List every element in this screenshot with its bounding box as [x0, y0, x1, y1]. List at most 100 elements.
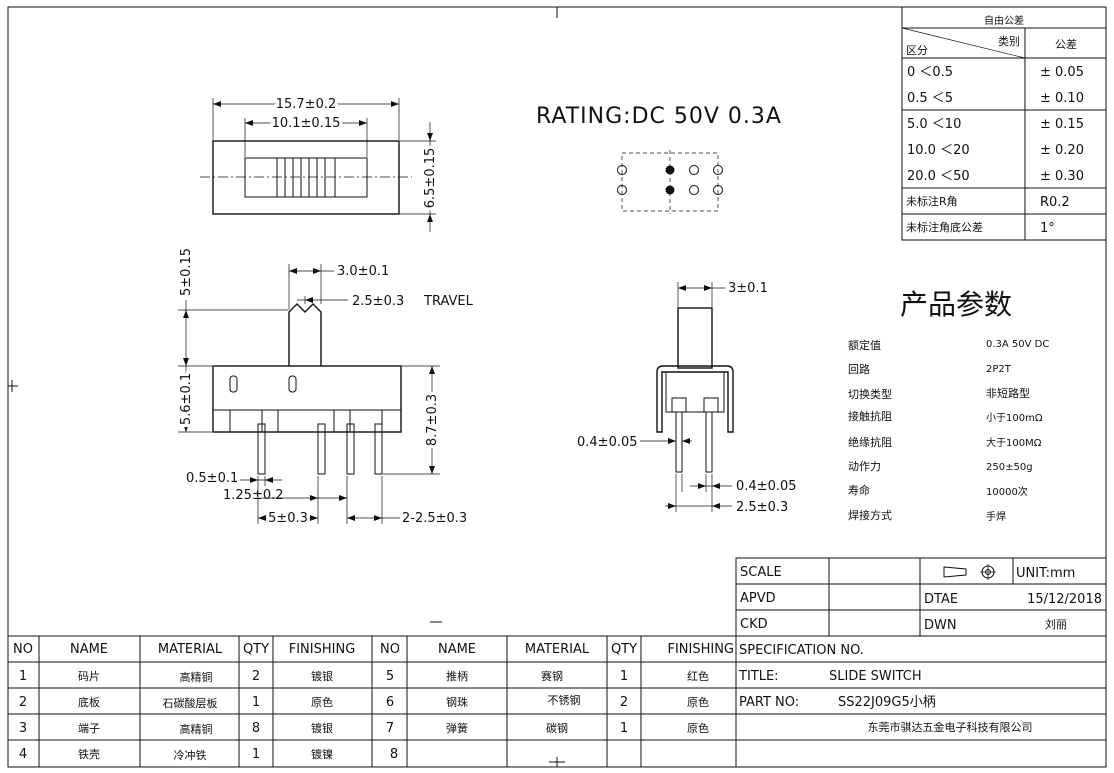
tol-value: ± 0.05 [1040, 65, 1084, 80]
dim-label: 2.5±0.3 [736, 500, 788, 515]
dim-label: 0.4±0.05 [736, 479, 797, 494]
dim-label: 3.0±0.1 [337, 264, 389, 279]
bom-cell-material: 高精铜 [180, 670, 213, 684]
bom-row: 1 码片 高精铜 2 镀银 5 推柄 赛钢 1 红色 [19, 669, 709, 684]
bom-cell-material: 不锈钢 [548, 694, 581, 707]
company-name: 东莞市骐达五金电子科技有限公司 [868, 720, 1033, 734]
param-key: 接触抗阻 [848, 409, 892, 423]
drawer-name: 刘丽 [1045, 618, 1067, 631]
bom-cell-qty: 1 [620, 669, 628, 684]
dim-label: 0.4±0.05 [577, 435, 638, 450]
bom-cell-qty: 8 [252, 721, 260, 736]
tol-value: ± 0.15 [1040, 117, 1084, 132]
bom-header-material: MATERIAL [525, 642, 590, 657]
bom-header-no: NO [13, 642, 33, 657]
param-value: 2P2T [986, 364, 1012, 375]
circuit-schematic [617, 150, 723, 214]
dim-label: 6.5±0.15 [423, 148, 438, 209]
dim-label-halo: 8.7±0.3 [425, 394, 440, 446]
dim-label-halo: 15.7±0.2 [276, 97, 337, 112]
dim-label: 5.6±0.1 [179, 373, 194, 425]
bom-cell-qty: 2 [252, 669, 260, 684]
bom-cell-no: 2 [19, 695, 27, 710]
travel-label: TRAVEL [423, 294, 474, 309]
param-key: 切换类型 [848, 387, 892, 401]
tol-header-type: 类别 [998, 34, 1020, 48]
bom-cell-no: 6 [386, 695, 394, 710]
dim-label: 1.25±0.2 [223, 488, 284, 503]
tol-value: ± 0.20 [1040, 143, 1084, 158]
param-value: 手焊 [986, 510, 1006, 523]
date-value: 15/12/2018 [1027, 592, 1102, 607]
param-key: 动作力 [848, 460, 881, 473]
bom-header-qty: QTY [611, 642, 637, 657]
params-list: 额定值 0.3A 50V DC 回路 2P2T 切换类型 非短路型 接触抗阻 小… [848, 338, 1049, 523]
bom-header-name: NAME [438, 642, 476, 657]
bom-cell-finishing: 原色 [687, 695, 709, 709]
bom-header-finishing: FINISHING [667, 642, 734, 657]
dim-label-halo: 5±0.15 [179, 248, 194, 296]
dim-label: 2-2.5±0.3 [402, 511, 467, 526]
bom-cell-material: 冷冲铁 [174, 748, 207, 762]
bom-header-finishing: FINISHING [289, 642, 356, 657]
bom-cell-material: 赛钢 [541, 669, 563, 683]
title-block [735, 557, 1107, 768]
bom-cell-finishing: 红色 [687, 669, 709, 683]
dim-label: 5±0.15 [179, 248, 194, 296]
tolerance-table: 自由公差 类别 区分 公差 0 ＜0.5 ± 0.05 0.5 ＜5 ± 0.1… [901, 6, 1107, 241]
tol-range: 0.5 ＜5 [907, 91, 953, 106]
bom-header-qty: QTY [243, 642, 269, 657]
bom-cell-name: 铁壳 [78, 747, 100, 761]
dwn-label: DWN [924, 618, 957, 633]
scale-label: SCALE [740, 565, 782, 580]
dim-label: 0.5±0.1 [186, 471, 238, 486]
param-key: 绝缘抗阻 [848, 435, 892, 449]
dim-label: 2.5±0.3 [352, 294, 404, 309]
param-value: 10000次 [986, 485, 1028, 498]
bom-cell-material: 高精铜 [180, 722, 213, 736]
dtae-label: DTAE [924, 592, 958, 607]
bom-cell-name: 钢珠 [446, 695, 468, 709]
bom-cell-finishing: 镀银 [311, 721, 333, 735]
bom-cell-qty: 1 [252, 695, 260, 710]
tol-range: 0 ＜0.5 [907, 65, 953, 80]
tol-range: 未标注角底公差 [906, 220, 983, 234]
param-key: 回路 [848, 363, 870, 376]
title-label: TITLE: [738, 669, 779, 684]
tol-range: 20.0 ＜50 [907, 169, 970, 184]
bom-cell-qty: 1 [252, 747, 260, 762]
tol-value: ± 0.10 [1040, 91, 1084, 106]
tol-header-top: 自由公差 [984, 14, 1024, 27]
bom-row: 4 铁壳 冷冲铁 1 镀镍 8 [19, 747, 398, 762]
param-value: 非短路型 [986, 386, 1030, 400]
bom-cell-material: 碳钢 [546, 721, 568, 735]
tol-value: R0.2 [1040, 195, 1070, 210]
bom-row: 3 端子 高精铜 8 镀银 7 弹簧 碳钢 1 原色 [19, 721, 709, 736]
dim-label: 8.7±0.3 [425, 394, 440, 446]
tol-range: 未标注R角 [906, 194, 958, 208]
bom-cell-qty: 2 [620, 695, 628, 710]
spec-label: SPECIFICATION NO. [739, 643, 864, 658]
dim-label: 10.1±0.15 [272, 116, 341, 131]
bom-row: 2 底板 石碳酸层板 1 原色 6 钢珠 不锈钢 2 原色 [19, 694, 709, 710]
param-value: 小于100mΩ [986, 412, 1043, 424]
tol-range: 10.0 ＜20 [907, 143, 970, 158]
param-key: 额定值 [848, 338, 881, 352]
bom-header-no: NO [380, 642, 400, 657]
bom-cell-qty: 1 [620, 721, 628, 736]
bom-cell-no: 7 [386, 721, 394, 736]
dim-label-halo: 5.6±0.1 [179, 373, 194, 425]
top-view-drawing [200, 98, 436, 232]
param-value: 250±50g [986, 462, 1033, 473]
unit-label: UNIT:mm [1016, 566, 1075, 581]
bom-cell-no: 8 [390, 747, 398, 762]
bom-header-name: NAME [70, 642, 108, 657]
params-title: 产品参数 [900, 288, 1012, 321]
param-key: 焊接方式 [848, 508, 892, 522]
rating-text: RATING:DC 50V 0.3A [536, 104, 782, 129]
dim-label-halo: 10.1±0.15 [272, 116, 341, 131]
bom-cell-name: 端子 [78, 722, 100, 735]
tol-header-zone: 区分 [906, 44, 928, 57]
tol-header-tol: 公差 [1055, 37, 1077, 51]
